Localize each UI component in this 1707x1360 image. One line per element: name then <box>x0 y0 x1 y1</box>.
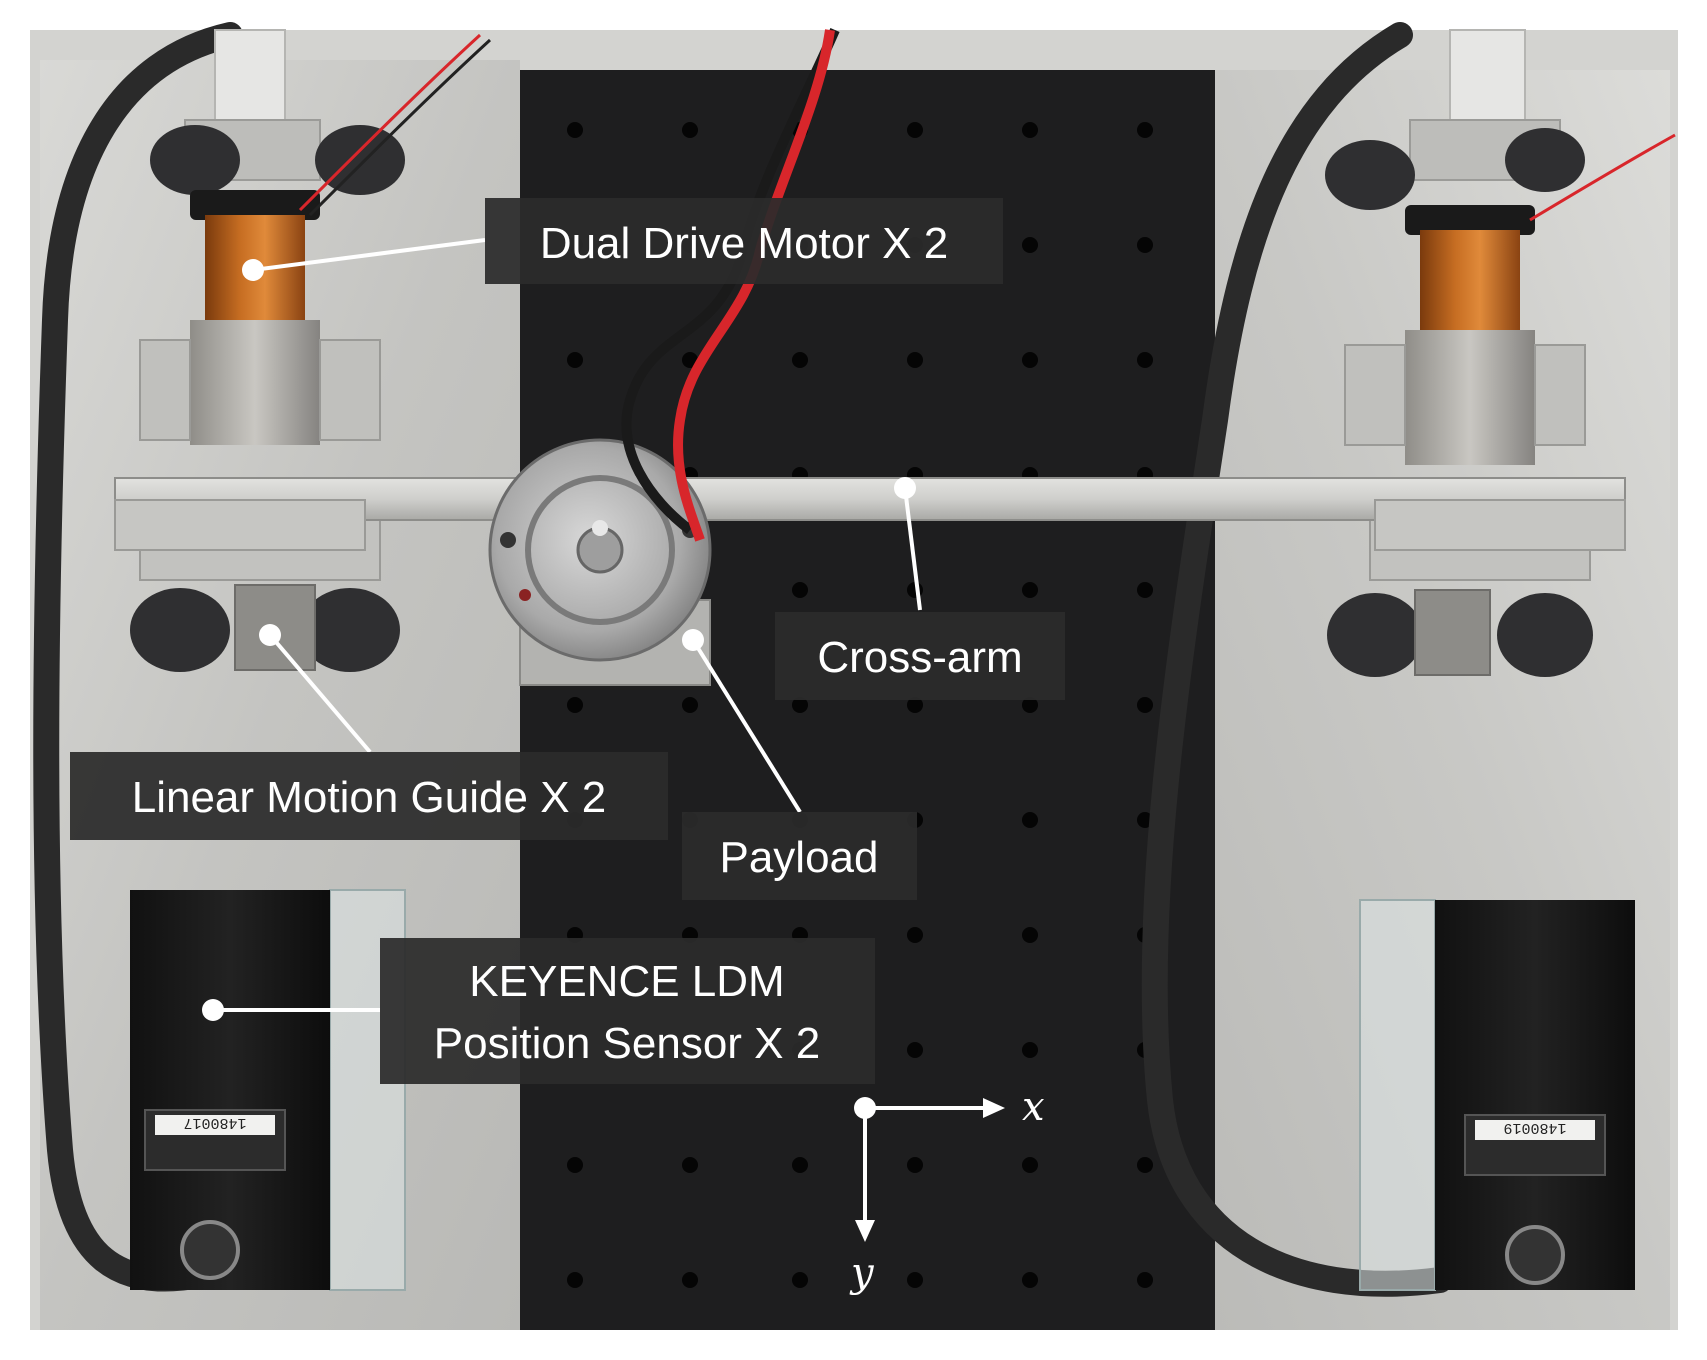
breadboard-hole <box>1137 697 1153 713</box>
linear-motion-guide-leader <box>268 633 372 754</box>
breadboard-hole <box>792 697 808 713</box>
breadboard-hole <box>792 352 808 368</box>
payload-marker <box>682 629 704 651</box>
breadboard-hole <box>567 697 583 713</box>
x-axis-arrowhead <box>983 1098 1005 1118</box>
breadboard-hole <box>907 1157 923 1173</box>
breadboard-hole <box>792 1157 808 1173</box>
breadboard-hole <box>1022 1272 1038 1288</box>
coordinate-axes: x y <box>849 1084 1045 1296</box>
cross-arm-label-box <box>775 612 1065 700</box>
linear-motion-guide-label: Linear Motion Guide X 2 <box>132 773 607 822</box>
breadboard-hole <box>1137 1157 1153 1173</box>
breadboard-hole <box>682 1272 698 1288</box>
right-position-sensor: 1480019 <box>1359 899 1635 1291</box>
breadboard-hole <box>907 1042 923 1058</box>
dual-drive-motor-label-box <box>485 198 1003 284</box>
dual-drive-motor-label: Dual Drive Motor X 2 <box>540 219 948 268</box>
cross-arm-marker <box>894 477 916 499</box>
breadboard-hole <box>567 1157 583 1173</box>
right-linear-guide <box>1414 589 1491 676</box>
cross-arm-label: Cross-arm <box>817 633 1022 682</box>
x-axis-label: x <box>1022 1084 1045 1130</box>
right-sensor-cable <box>1141 22 1453 1297</box>
sensor-label-line2: Position Sensor X 2 <box>434 1019 820 1068</box>
breadboard-hole <box>567 352 583 368</box>
left-sensor-cable <box>33 22 243 1292</box>
breadboard-hole <box>682 1157 698 1173</box>
breadboard-hole <box>1022 697 1038 713</box>
breadboard-hole <box>907 1272 923 1288</box>
breadboard-holes <box>567 122 1153 1288</box>
breadboard-hole <box>792 582 808 598</box>
breadboard-hole <box>1137 237 1153 253</box>
breadboard-hole <box>1137 352 1153 368</box>
breadboard-hole <box>1137 1272 1153 1288</box>
black-wire <box>621 27 840 534</box>
dual-drive-motor-leader <box>252 238 486 272</box>
dual-drive-motor-marker <box>242 259 264 281</box>
sensor-label-line1: KEYENCE LDM <box>469 957 784 1006</box>
payload-label-box <box>682 812 917 900</box>
breadboard-hole <box>907 122 923 138</box>
y-axis-label: y <box>849 1250 875 1296</box>
breadboard-hole <box>567 122 583 138</box>
sensor-marker <box>202 999 224 1021</box>
breadboard-hole <box>567 1272 583 1288</box>
breadboard-hole <box>1022 352 1038 368</box>
red-wire <box>673 29 835 542</box>
right-coil <box>1420 230 1520 335</box>
left-position-sensor: 1480017 <box>130 889 406 1291</box>
breadboard-hole <box>1022 1157 1038 1173</box>
breadboard-hole <box>907 927 923 943</box>
sensor-label-box <box>380 938 875 1084</box>
y-axis-arrowhead <box>855 1220 875 1242</box>
breadboard-hole <box>1137 122 1153 138</box>
linear-motion-guide-label-box <box>70 752 668 840</box>
left-sensor-serial: 1480017 <box>183 1114 246 1131</box>
breadboard-hole <box>1022 812 1038 828</box>
breadboard-hole <box>1022 1042 1038 1058</box>
payload-label: Payload <box>719 833 878 882</box>
breadboard-hole <box>682 697 698 713</box>
linear-motion-guide-marker <box>259 624 281 646</box>
right-sensor-serial: 1480019 <box>1503 1119 1566 1136</box>
breadboard-hole <box>682 122 698 138</box>
breadboard-hole <box>682 352 698 368</box>
breadboard-hole <box>1137 582 1153 598</box>
breadboard-hole <box>1022 927 1038 943</box>
cross-arm-leader <box>903 487 922 611</box>
cross-arm-bar <box>114 477 1626 521</box>
breadboard-hole <box>792 1272 808 1288</box>
breadboard-hole <box>1022 582 1038 598</box>
payload-leader <box>691 638 802 814</box>
breadboard-hole <box>907 352 923 368</box>
breadboard-hole <box>1022 122 1038 138</box>
breadboard-hole <box>907 697 923 713</box>
breadboard-hole <box>1022 237 1038 253</box>
